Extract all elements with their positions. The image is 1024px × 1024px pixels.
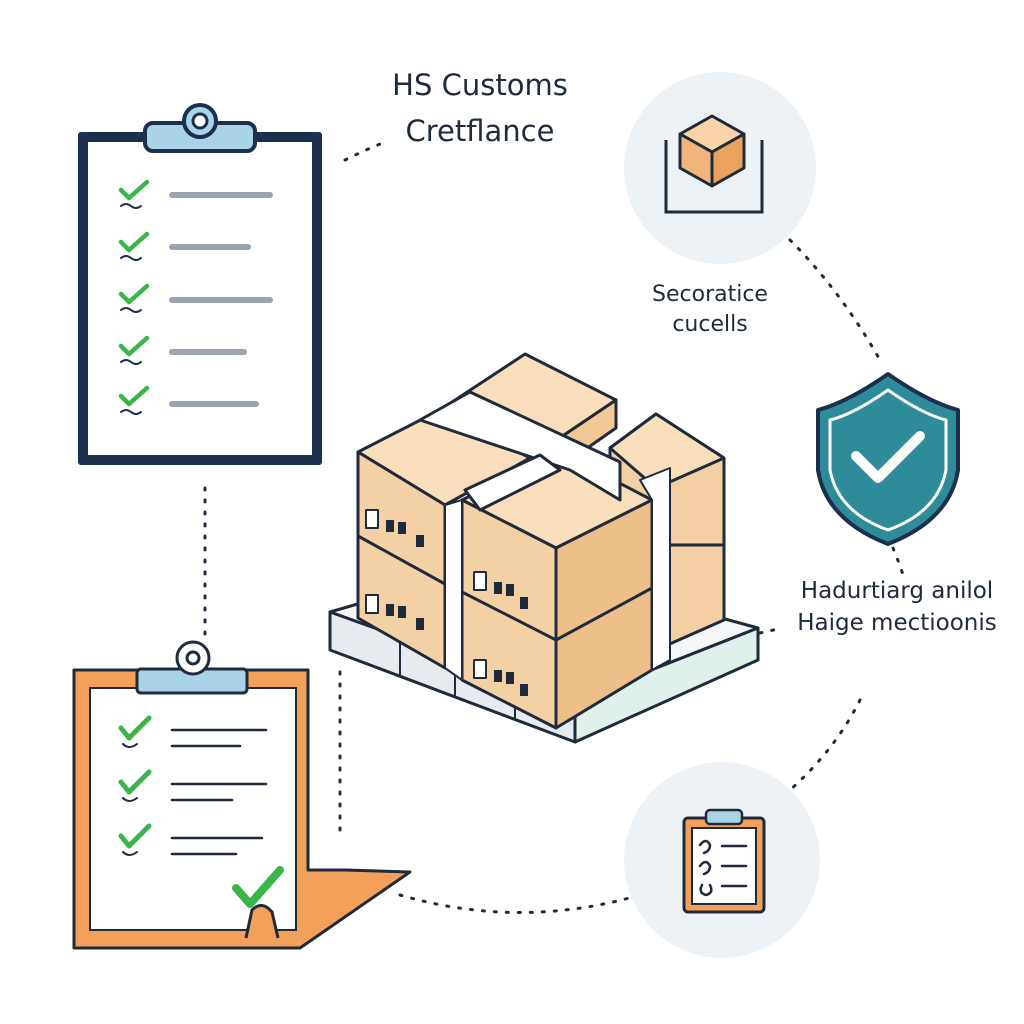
pallet-boxes [328,352,760,744]
caption-right-line-1: Hadurtiarg anilol [800,578,994,604]
shield-check [816,372,960,546]
caption-top-right: Secoratice cucells [600,280,820,340]
caption-right: Hadurtiarg anilol Haige mectioonis [772,575,1022,639]
connector-pallet-right [758,627,780,635]
connector-box-shield [788,238,882,362]
caption-top-right-line-2: cucells [672,312,748,337]
connector-bottom-circle [398,893,642,914]
stamp-check [232,866,284,939]
title-line-2: Cretflance [405,114,555,148]
clipboard-bottom [72,640,412,950]
connector-shield-right [891,546,905,577]
title-line-1: HS Customs [392,68,568,102]
caption-right-line-2: Haige mectioonis [797,610,997,636]
dotted-connectors [203,140,905,914]
caption-top-right-line-1: Secoratice [652,282,768,307]
connector-right-clipboard [788,698,862,792]
clipboard-top [78,103,322,465]
diagram-title: HS Customs Cretflance [330,62,630,154]
box-circle [624,72,816,264]
clipboard-circle [624,762,820,958]
